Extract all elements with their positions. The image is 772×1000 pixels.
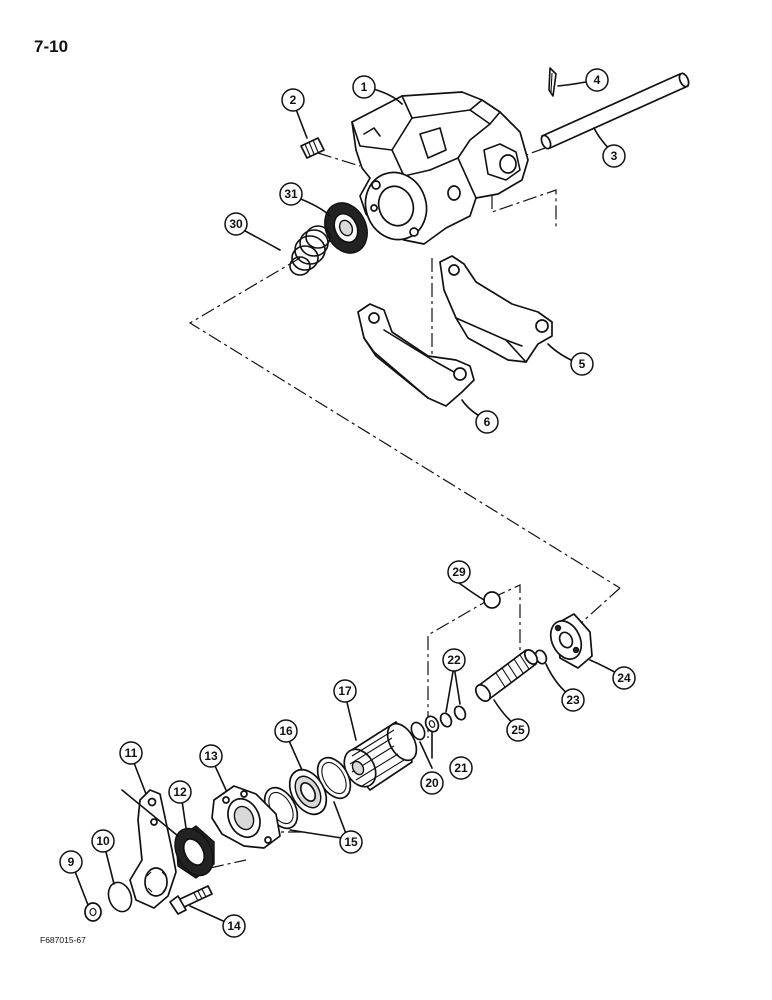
spring-part-30: [289, 225, 331, 276]
callout-15: 15: [339, 830, 363, 854]
callout-4: 4: [585, 68, 609, 92]
svg-text:30: 30: [229, 217, 243, 231]
svg-text:12: 12: [173, 785, 187, 799]
flange-part-13: [211, 785, 281, 849]
svg-text:22: 22: [447, 653, 461, 667]
page-number: 7-10: [34, 37, 68, 56]
svg-text:25: 25: [511, 723, 525, 737]
bracket-part-5: [439, 255, 553, 363]
callout-24: 24: [612, 666, 636, 690]
callout-31: 31: [279, 182, 303, 206]
svg-text:16: 16: [279, 724, 293, 738]
svg-text:13: 13: [204, 749, 218, 763]
snap-ring-part-10: [107, 881, 133, 913]
callout-23: 23: [561, 688, 585, 712]
callout-11: 11: [119, 741, 143, 765]
callout-17: 17: [333, 679, 357, 703]
svg-text:15: 15: [344, 835, 358, 849]
callout-3: 3: [602, 144, 626, 168]
callout-25: 25: [506, 718, 530, 742]
svg-text:24: 24: [617, 671, 631, 685]
callout-21: 21: [449, 756, 473, 780]
bracket-part-6: [357, 303, 475, 407]
svg-text:29: 29: [452, 565, 466, 579]
callout-1: 1: [352, 75, 376, 99]
rings-part-22: [439, 705, 467, 728]
callout-2: 2: [281, 88, 305, 112]
callout-10: 10: [91, 829, 115, 853]
setscrew-part-2: [300, 137, 325, 159]
threaded-shaft-part-25: [474, 649, 539, 702]
needle-bearing-part-16: [288, 768, 328, 816]
svg-text:9: 9: [68, 855, 75, 869]
svg-text:11: 11: [125, 746, 138, 760]
bolt-part-14: [169, 885, 213, 915]
callout-14: 14: [222, 914, 246, 938]
callout-5: 5: [570, 352, 594, 376]
figure-code: F687015-67: [40, 935, 86, 945]
svg-text:14: 14: [227, 919, 241, 933]
collar-part-24: [549, 613, 593, 669]
callout-30: 30: [224, 212, 248, 236]
svg-text:3: 3: [611, 149, 618, 163]
svg-text:5: 5: [579, 357, 586, 371]
callout-13: 13: [199, 744, 223, 768]
washer-part-9: [84, 902, 102, 922]
svg-text:2: 2: [290, 93, 297, 107]
svg-text:10: 10: [96, 834, 110, 848]
snap-ring-part-20: [410, 721, 426, 741]
svg-text:31: 31: [284, 187, 298, 201]
lever-part-11: [129, 789, 177, 909]
svg-text:17: 17: [338, 684, 352, 698]
pin-part-3: [540, 72, 690, 150]
seal-part-31: [324, 202, 368, 254]
svg-text:4: 4: [594, 73, 601, 87]
svg-text:6: 6: [484, 415, 491, 429]
callout-9: 9: [59, 850, 83, 874]
callout-20: 20: [420, 771, 444, 795]
callout-29: 29: [447, 560, 471, 584]
svg-text:1: 1: [361, 80, 368, 94]
callout-22: 22: [442, 648, 466, 672]
callout-16: 16: [274, 719, 298, 743]
svg-text:21: 21: [454, 761, 468, 775]
seal-part-12: [174, 825, 215, 879]
callout-12: 12: [168, 780, 192, 804]
washer-part-21: [424, 715, 440, 733]
cotter-pin-part-4: [548, 67, 557, 97]
svg-text:20: 20: [425, 776, 439, 790]
splined-hub-part-17: [343, 721, 418, 791]
callout-6: 6: [475, 410, 499, 434]
ball-part-29: [483, 591, 501, 609]
svg-text:23: 23: [566, 693, 580, 707]
pump-housing-part-1: [351, 91, 529, 245]
